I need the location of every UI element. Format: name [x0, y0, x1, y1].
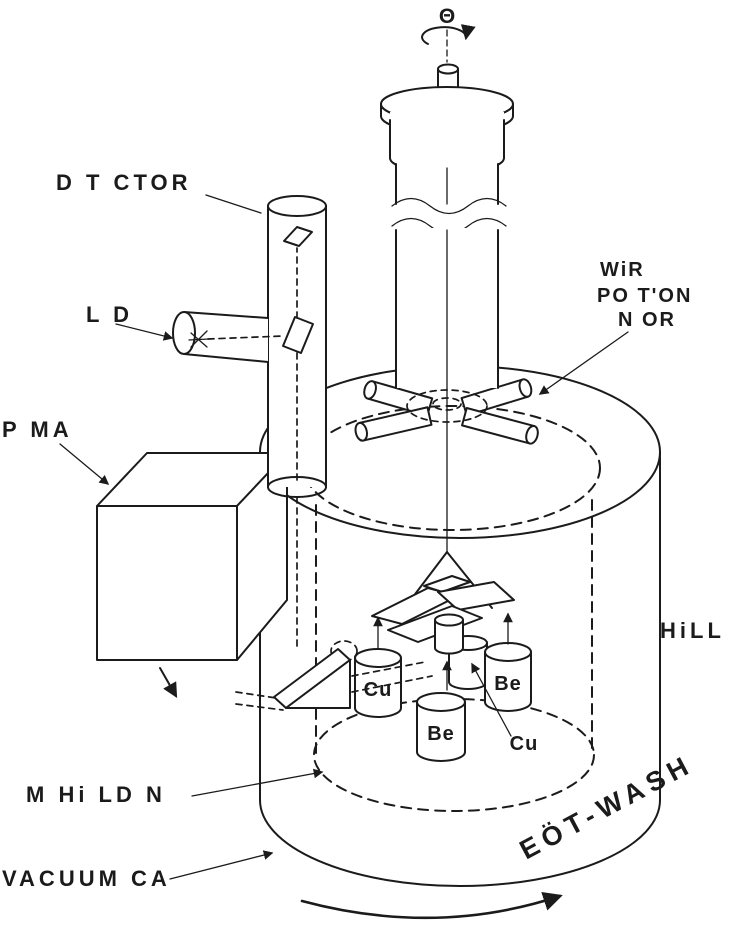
label-be-middle: Be	[427, 723, 455, 745]
mirror-mount	[434, 613, 464, 655]
detector-window	[283, 226, 313, 247]
prism	[273, 648, 351, 709]
light-beam-to-pendulum	[351, 661, 433, 693]
rotation-arrow	[421, 24, 476, 45]
label-eot-wash: EÖT-WASH	[515, 749, 699, 866]
pm-arrow	[59, 443, 110, 485]
label-theta: Θ	[439, 5, 455, 28]
beam-splitter-mirror	[282, 316, 314, 354]
detector-pointer-line	[205, 194, 262, 214]
led-arrow	[115, 323, 174, 341]
shaft-break	[391, 197, 507, 215]
label-pm: P MA	[2, 417, 73, 442]
label-cu-left: Cu	[364, 679, 393, 701]
label-shielding: M Hi LD N	[26, 782, 166, 807]
wire-monitor-arrow	[538, 331, 629, 395]
led-tube	[172, 311, 314, 363]
label-wire-monitor-1: WiR	[600, 259, 645, 281]
pm-box	[96, 452, 288, 661]
led-emitter-starburst	[188, 330, 210, 348]
label-led: L D	[86, 302, 133, 327]
label-wire-monitor-2: PO T'ON	[597, 285, 692, 307]
pendulum-mirror	[437, 581, 515, 611]
test-mass-be-middle	[416, 692, 466, 762]
vacuum-can-arrow	[169, 850, 274, 880]
label-hill: HiLL	[660, 618, 725, 643]
label-wire-monitor-3: N OR	[618, 309, 676, 331]
can-rotation-arrow	[300, 891, 563, 920]
shielding-arrow	[191, 768, 324, 797]
label-detector: D T CTOR	[56, 170, 191, 195]
label-be-right: Be	[494, 673, 522, 695]
label-cu-hidden: Cu	[510, 733, 539, 755]
wire-position-monitor	[354, 378, 539, 445]
turntable-drive-shaft: Θ	[380, 5, 514, 389]
torsion-pendulum: Cu Be Be Cu	[354, 387, 539, 762]
label-vacuum-can: VACUUM CA	[2, 866, 171, 891]
beam-exit-arrow	[159, 667, 178, 698]
cu-pointer-arrow	[471, 662, 512, 737]
